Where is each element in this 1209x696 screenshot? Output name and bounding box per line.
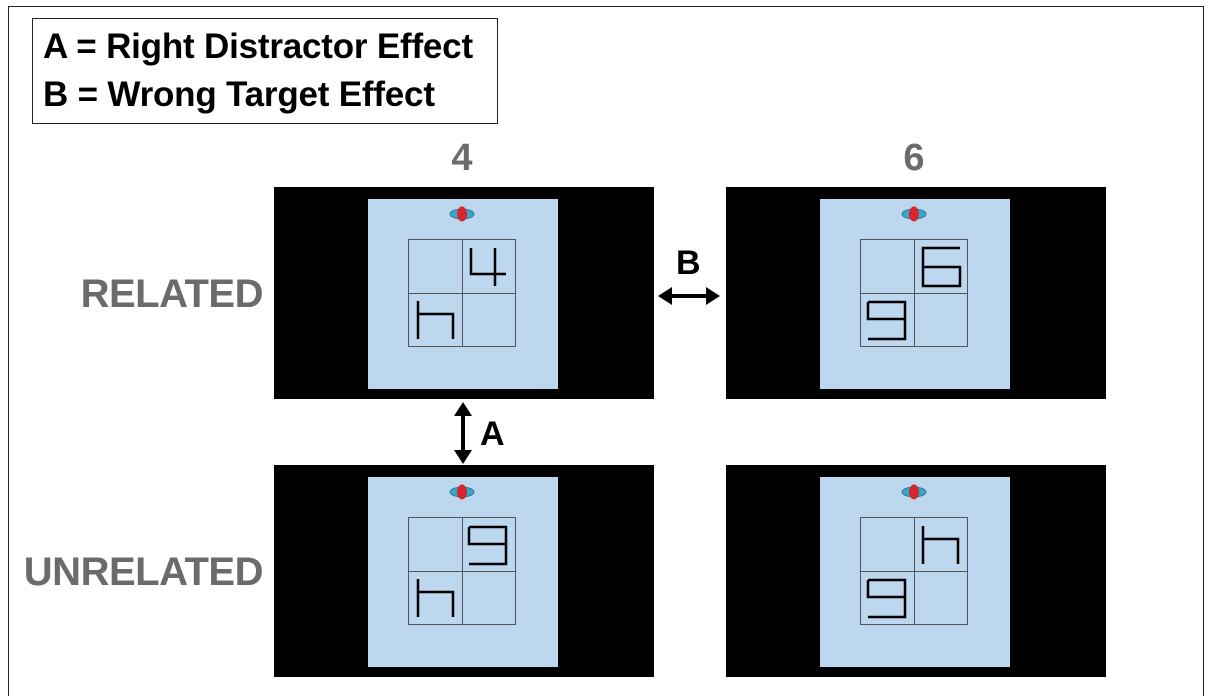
digit-4-upright	[469, 248, 506, 286]
panel-related-6	[726, 187, 1106, 399]
fixation-icon	[449, 484, 475, 500]
row-header-related: RELATED	[80, 272, 264, 316]
fixation-icon	[449, 206, 475, 222]
column-header-4: 4	[451, 137, 473, 179]
fixation-icon	[901, 484, 927, 500]
double-arrow-vertical-icon	[454, 402, 472, 464]
digit-9-rotated	[467, 525, 508, 566]
panel-related-4	[274, 187, 654, 399]
legend-line-a: A = Right Distractor Effect	[43, 27, 473, 66]
stimulus-grid	[860, 239, 968, 347]
digit-9-rotated	[866, 300, 907, 341]
screen	[368, 199, 558, 389]
column-header-6: 6	[903, 137, 925, 179]
digit-4-rotated	[921, 526, 960, 564]
figure-frame	[8, 6, 1204, 696]
panel-unrelated-6	[726, 465, 1106, 677]
screen	[820, 199, 1010, 389]
digit-9-rotated	[866, 578, 907, 619]
stimulus-grid	[408, 239, 516, 347]
digit-4-rotated	[416, 579, 455, 617]
fixation-icon	[901, 206, 927, 222]
screen	[820, 477, 1010, 667]
arrow-label-a: A	[480, 415, 505, 453]
screen	[368, 477, 558, 667]
digit-4-rotated	[416, 301, 455, 339]
legend-box: A = Right Distractor Effect B = Wrong Ta…	[32, 18, 498, 124]
double-arrow-horizontal-icon	[658, 287, 720, 305]
panel-unrelated-4	[274, 465, 654, 677]
arrow-label-b: B	[676, 244, 701, 282]
row-header-unrelated: UNRELATED	[23, 550, 264, 594]
stimulus-grid	[860, 517, 968, 625]
digit-6-upright	[921, 246, 962, 288]
legend-line-b: B = Wrong Target Effect	[43, 75, 435, 114]
stimulus-grid	[408, 517, 516, 625]
